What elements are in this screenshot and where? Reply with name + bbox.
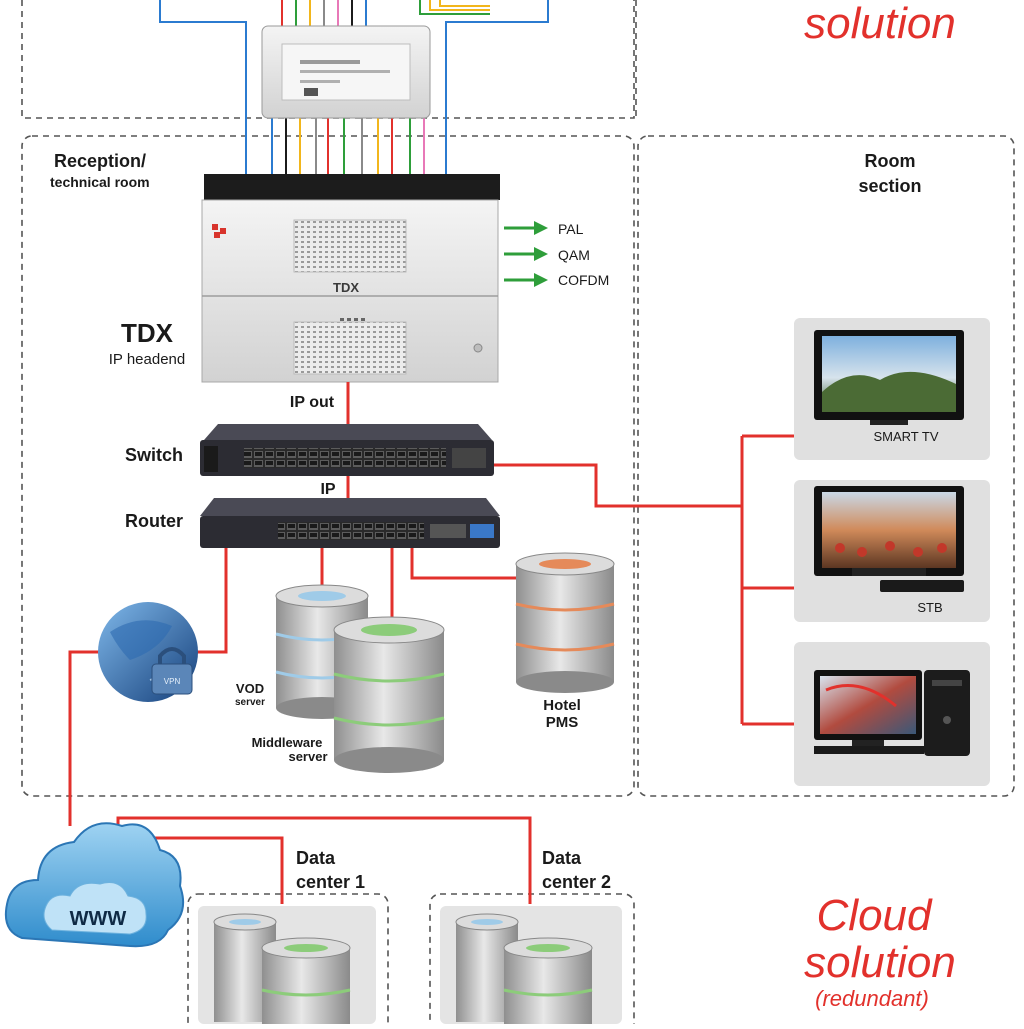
dc1-label-line1: Data — [296, 848, 336, 868]
room-label-line2: section — [858, 176, 921, 196]
reception-label-line1: Reception/ — [54, 151, 146, 171]
reception-frame — [21, 135, 635, 797]
dc2-label-line1: Data — [542, 848, 582, 868]
tdx-name: TDX — [121, 318, 174, 348]
pc-tower-icon — [924, 670, 970, 756]
multiswitch — [261, 25, 431, 119]
middleware-label-line1: Middleware — [252, 735, 323, 750]
middleware-label-line2: server — [288, 749, 327, 764]
dc1-servers-panel — [198, 906, 376, 1024]
smart-tv-panel — [794, 318, 990, 460]
pc-panel — [794, 642, 990, 786]
stb-label: STB — [917, 600, 942, 615]
middleware-server-icon — [333, 616, 445, 773]
network-switch — [200, 424, 494, 476]
cloud-heading-line2: solution — [804, 938, 956, 987]
dc1-label-line2: center 1 — [296, 872, 365, 892]
router-label: Router — [125, 511, 183, 531]
tdx-subtitle: IP headend — [109, 351, 185, 368]
stb-box-icon — [880, 580, 964, 592]
cloud-heading-line1: Cloud — [817, 891, 933, 940]
dc1-frame — [187, 893, 389, 1029]
output-cofdm: COFDM — [558, 272, 609, 288]
vod-label-line1: VOD — [236, 681, 264, 696]
stb-tv-panel — [794, 480, 990, 622]
top-solution-heading: solution — [804, 0, 956, 48]
network-router — [200, 498, 500, 548]
multiswitch-cabling — [159, 0, 549, 178]
output-qam: QAM — [558, 247, 590, 263]
ip-label: IP — [320, 481, 335, 498]
hotel-label-line1: Hotel — [543, 697, 581, 714]
lock-key-icon — [473, 343, 483, 353]
dc2-servers-panel — [440, 906, 622, 1024]
dc2-label-line2: center 2 — [542, 872, 611, 892]
cloud-heading-line3: (redundant) — [815, 986, 929, 1011]
www-label: WWW — [70, 908, 127, 930]
hotel-label-line2: PMS — [546, 714, 579, 731]
reception-label-line2: technical room — [50, 174, 150, 190]
www-cloud-icon — [4, 822, 184, 948]
room-frame — [637, 135, 1015, 797]
vpn-globe-icon — [98, 602, 198, 702]
ip-out-label: IP out — [290, 394, 335, 411]
switch-label: Switch — [125, 445, 183, 465]
headend-outputs — [504, 221, 548, 287]
output-pal: PAL — [558, 221, 584, 237]
room-label-line1: Room — [865, 151, 916, 171]
tdx-headend: TDX — [201, 174, 500, 383]
smart-tv-label: SMART TV — [873, 429, 938, 444]
brand-logo-icon — [212, 224, 226, 238]
tdx-badge: TDX — [333, 280, 359, 295]
hotel-pms-server-icon — [515, 552, 615, 693]
vpn-label: VPN — [164, 677, 181, 686]
dc2-frame — [429, 893, 635, 1029]
vod-label-line2: server — [235, 697, 265, 708]
